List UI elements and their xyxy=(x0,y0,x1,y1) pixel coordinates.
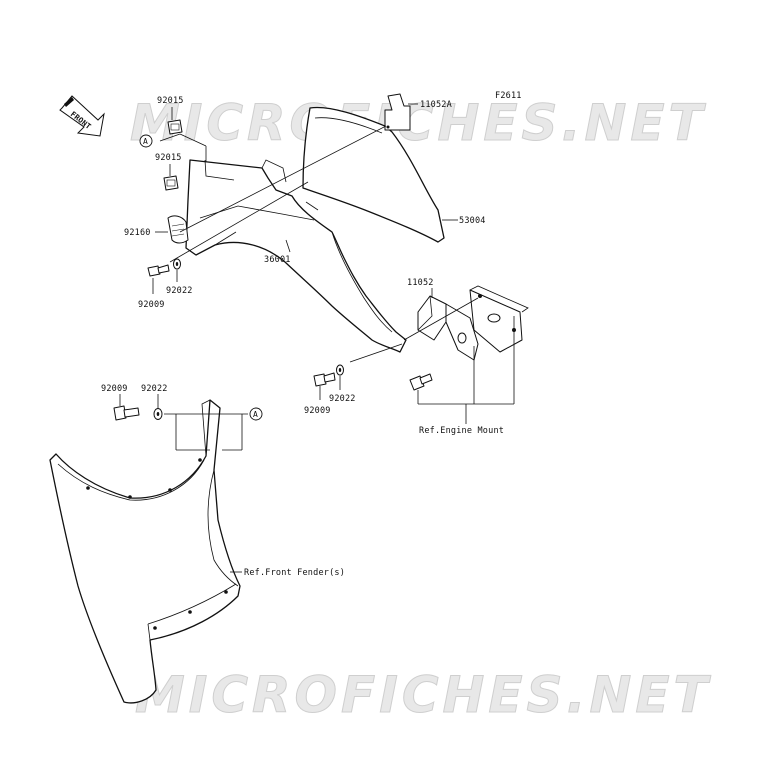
bolt-92009-lower xyxy=(113,405,140,421)
callout-92022-upper: 92022 xyxy=(166,286,193,296)
watermark-top: MICROFICHES.NET xyxy=(130,94,707,152)
washer-92022-mid xyxy=(336,364,344,376)
bracket-11052A xyxy=(384,93,411,131)
callout-53004: 53004 xyxy=(459,216,486,226)
bracket-11052 xyxy=(417,295,479,361)
front-fender xyxy=(49,399,241,704)
callout-11052: 11052 xyxy=(407,278,434,288)
callout-92022-mid: 92022 xyxy=(329,394,356,404)
inner-fender-53004 xyxy=(302,106,445,243)
callout-92022-lower: 92022 xyxy=(141,384,168,394)
washer-92022-lower xyxy=(153,408,163,420)
svg-text:A: A xyxy=(253,410,258,419)
marker-a-upper: A xyxy=(139,134,153,148)
leader-lines xyxy=(119,103,515,573)
figure-code: F2611 xyxy=(495,91,522,101)
callout-92009-mid: 92009 xyxy=(304,406,331,416)
callout-92009-lower: 92009 xyxy=(101,384,128,394)
clip-92015-top xyxy=(167,119,183,135)
ref-front-fender: Ref.Front Fender(s) xyxy=(244,568,345,578)
callout-92160: 92160 xyxy=(124,228,151,238)
front-arrow-icon: FRONT xyxy=(59,95,105,137)
callout-92015-mid: 92015 xyxy=(155,153,182,163)
bolt-92009-upper xyxy=(147,264,170,277)
marker-a-lower: A xyxy=(249,407,263,421)
engine-mount-plate xyxy=(469,285,529,353)
clip-92015-mid xyxy=(163,175,179,191)
svg-text:A: A xyxy=(143,137,148,146)
callout-11052A: 11052A xyxy=(420,100,452,110)
grommet-92160 xyxy=(167,215,189,244)
callout-92009-upper: 92009 xyxy=(138,300,165,310)
bolt-engine-mount xyxy=(409,373,433,391)
callout-36001: 36001 xyxy=(264,255,291,265)
washer-92022-upper xyxy=(173,258,181,270)
watermark-bottom: MICROFICHES.NET xyxy=(135,666,712,724)
bolt-92009-mid xyxy=(313,372,336,387)
main-fender-36001 xyxy=(185,159,407,353)
callout-92015-top: 92015 xyxy=(157,96,184,106)
ref-engine-mount: Ref.Engine Mount xyxy=(419,426,504,436)
